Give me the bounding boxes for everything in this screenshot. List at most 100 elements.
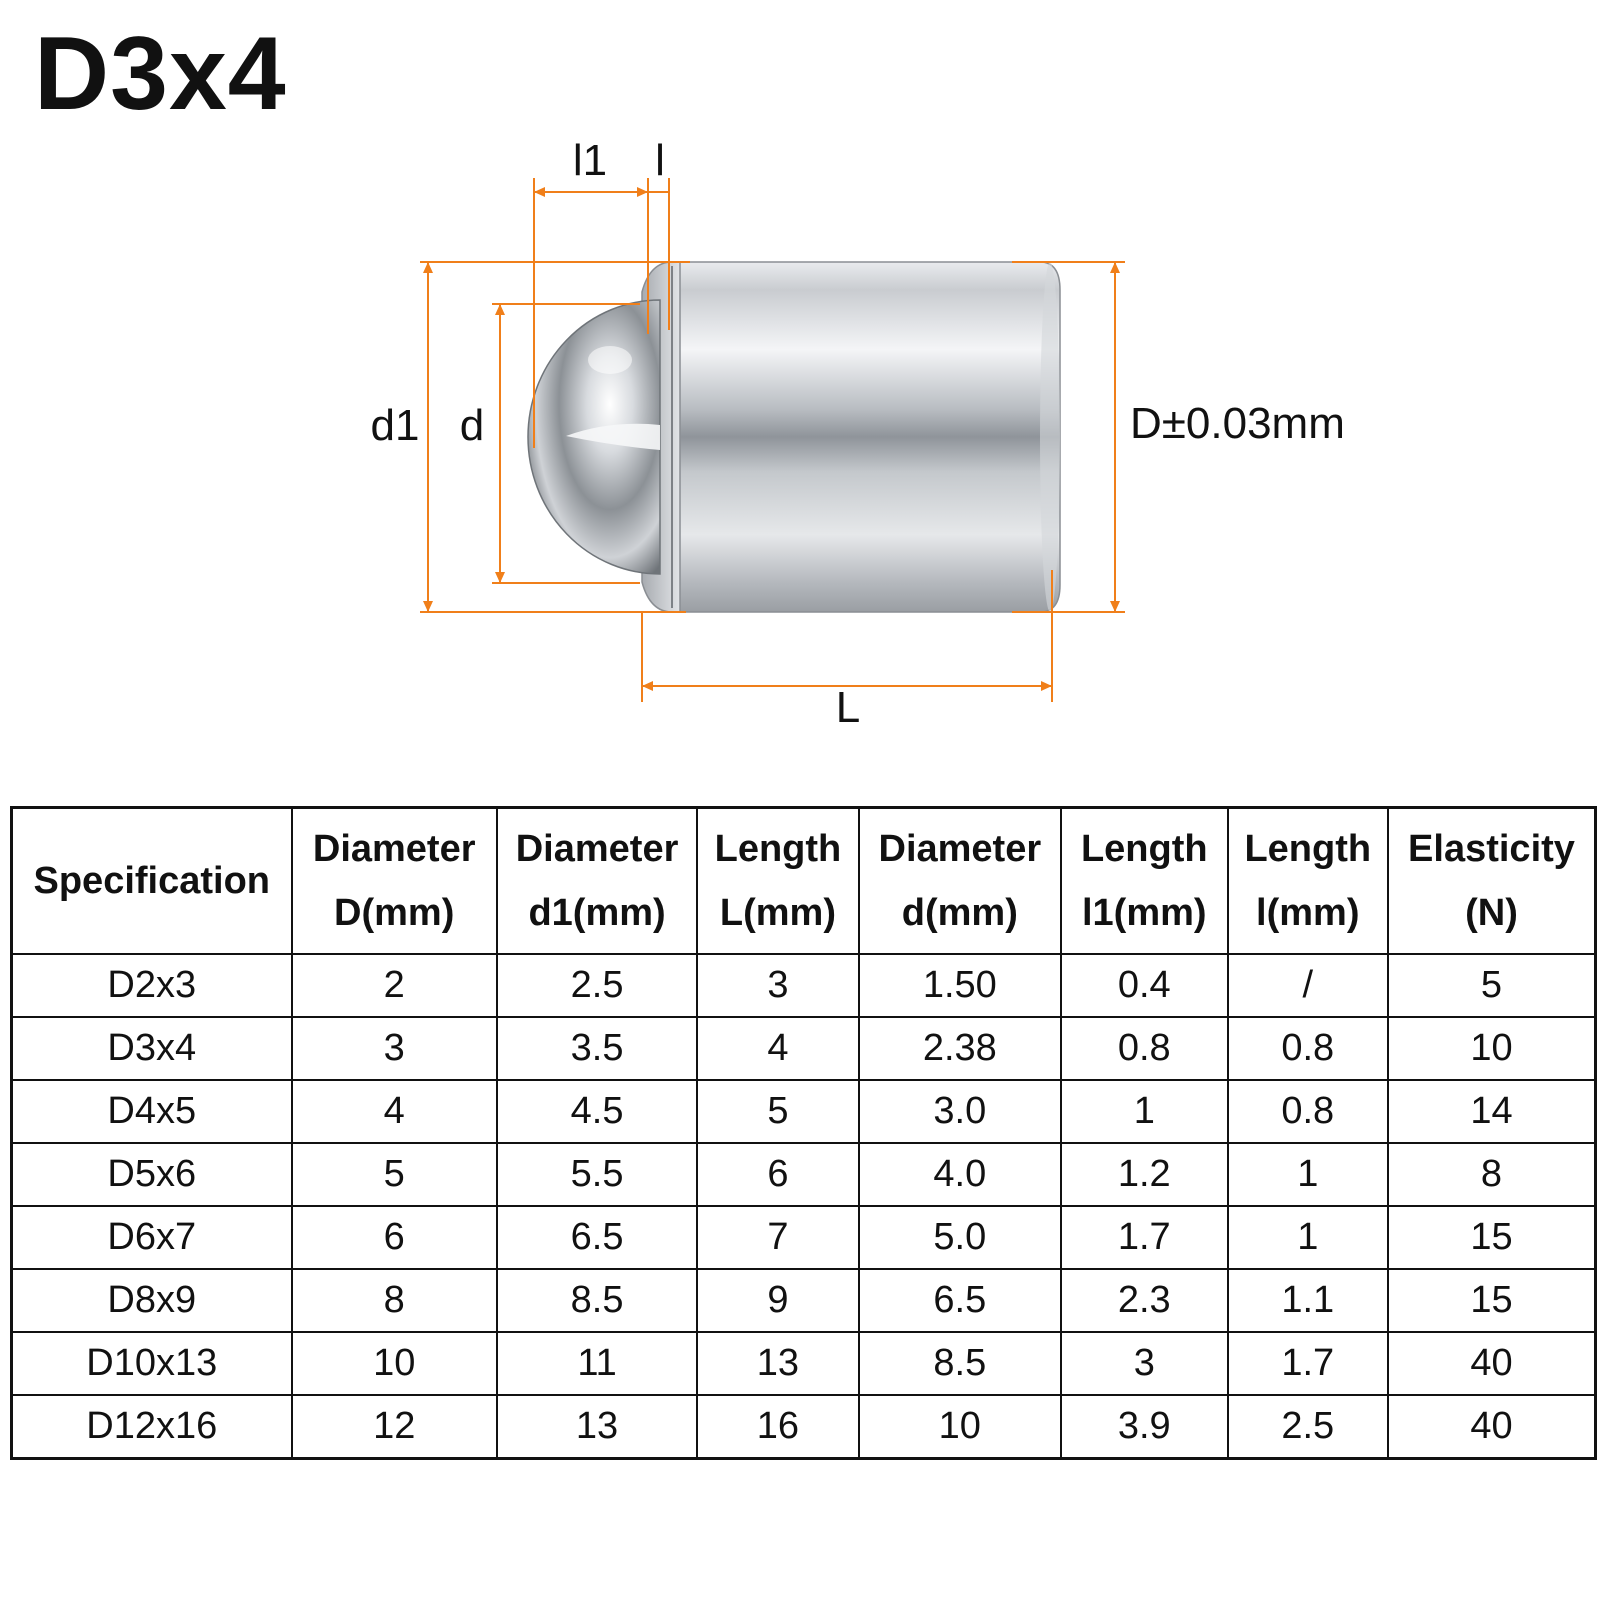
- value-cell: 3.5: [495, 1016, 699, 1081]
- value-cell: 3: [1059, 1331, 1229, 1396]
- column-header: Diameter d(mm): [857, 806, 1062, 955]
- value-cell: 1.7: [1226, 1331, 1389, 1396]
- value-cell: 2.3: [1059, 1268, 1229, 1333]
- value-cell: 40: [1386, 1394, 1597, 1460]
- value-cell: 8.5: [495, 1268, 699, 1333]
- ball-plunger-diagram: l1 l d1 d D±0.03mm L: [371, 136, 1345, 732]
- column-header-line: d(mm): [901, 892, 1018, 934]
- value-cell: 9: [696, 1268, 860, 1333]
- column-header-line: Length: [1080, 828, 1208, 870]
- column-header-line: L(mm): [719, 892, 836, 934]
- spec-cell: D6x7: [10, 1205, 293, 1270]
- column-header-line: Elasticity: [1408, 828, 1575, 870]
- column-header-line: Length: [1244, 828, 1372, 870]
- value-cell: 3: [696, 953, 860, 1018]
- value-cell: 10: [290, 1331, 498, 1396]
- value-cell: 3.9: [1059, 1394, 1229, 1460]
- value-cell: 5.0: [857, 1205, 1062, 1270]
- value-cell: 6: [290, 1205, 498, 1270]
- value-cell: 12: [290, 1394, 498, 1460]
- label-l: l: [655, 136, 665, 185]
- arrow-d1-bottom: [423, 601, 433, 612]
- column-header-line: Diameter: [312, 828, 476, 870]
- value-cell: 6.5: [495, 1205, 699, 1270]
- column-header-line: l1(mm): [1081, 892, 1207, 934]
- column-header-line: d1(mm): [528, 892, 666, 934]
- value-cell: 10: [857, 1394, 1062, 1460]
- spec-cell: D12x16: [10, 1394, 293, 1460]
- value-cell: 8: [1386, 1142, 1597, 1207]
- value-cell: 15: [1386, 1268, 1597, 1333]
- value-cell: 4: [696, 1016, 860, 1081]
- value-cell: 3.0: [857, 1079, 1062, 1144]
- arrow-L-right: [1041, 681, 1052, 691]
- column-header-line: Diameter: [515, 828, 679, 870]
- column-header-line: Diameter: [878, 828, 1042, 870]
- arrow-D-top: [1110, 262, 1120, 273]
- value-cell: 4.0: [857, 1142, 1062, 1207]
- arrow-d-top: [495, 304, 505, 315]
- value-cell: 11: [495, 1331, 699, 1396]
- label-D: D±0.03mm: [1130, 399, 1345, 448]
- label-L: L: [836, 683, 860, 732]
- spec-cell: D5x6: [10, 1142, 293, 1207]
- spec-cell: D10x13: [10, 1331, 293, 1396]
- arrow-L-left: [642, 681, 653, 691]
- dimension-lines: [420, 178, 1125, 702]
- value-cell: 1.7: [1059, 1205, 1229, 1270]
- spec-cell: D8x9: [10, 1268, 293, 1333]
- value-cell: 13: [696, 1331, 860, 1396]
- value-cell: 4: [290, 1079, 498, 1144]
- value-cell: 15: [1386, 1205, 1597, 1270]
- arrow-l1-right: [637, 187, 648, 197]
- arrow-d1-top: [423, 262, 433, 273]
- value-cell: 5: [1386, 953, 1597, 1018]
- value-cell: 8.5: [857, 1331, 1062, 1396]
- arrow-l1-left: [534, 187, 545, 197]
- value-cell: 5.5: [495, 1142, 699, 1207]
- column-header: Diameter d1(mm): [495, 806, 699, 955]
- value-cell: 5: [290, 1142, 498, 1207]
- value-cell: 7: [696, 1205, 860, 1270]
- value-cell: 0.8: [1226, 1079, 1389, 1144]
- value-cell: 0.8: [1059, 1016, 1229, 1081]
- value-cell: 16: [696, 1394, 860, 1460]
- column-header-line: (N): [1465, 892, 1518, 934]
- value-cell: /: [1226, 953, 1389, 1018]
- value-cell: 10: [1386, 1016, 1597, 1081]
- value-cell: 40: [1386, 1331, 1597, 1396]
- page-title: D3x4: [34, 16, 287, 132]
- value-cell: 1: [1226, 1142, 1389, 1207]
- value-cell: 1.2: [1059, 1142, 1229, 1207]
- value-cell: 2.5: [495, 953, 699, 1018]
- value-cell: 6.5: [857, 1268, 1062, 1333]
- arrow-d-bottom: [495, 572, 505, 583]
- value-cell: 0.4: [1059, 953, 1229, 1018]
- label-d1: d1: [371, 401, 420, 450]
- value-cell: 1: [1226, 1205, 1389, 1270]
- column-header: Length l1(mm): [1059, 806, 1229, 955]
- value-cell: 1: [1059, 1079, 1229, 1144]
- value-cell: 0.8: [1226, 1016, 1389, 1081]
- value-cell: 2: [290, 953, 498, 1018]
- value-cell: 13: [495, 1394, 699, 1460]
- label-l1: l1: [573, 136, 607, 185]
- column-header-line: D(mm): [334, 892, 455, 934]
- value-cell: 1.50: [857, 953, 1062, 1018]
- value-cell: 1.1: [1226, 1268, 1389, 1333]
- value-cell: 3: [290, 1016, 498, 1081]
- column-header-line: Length: [714, 828, 842, 870]
